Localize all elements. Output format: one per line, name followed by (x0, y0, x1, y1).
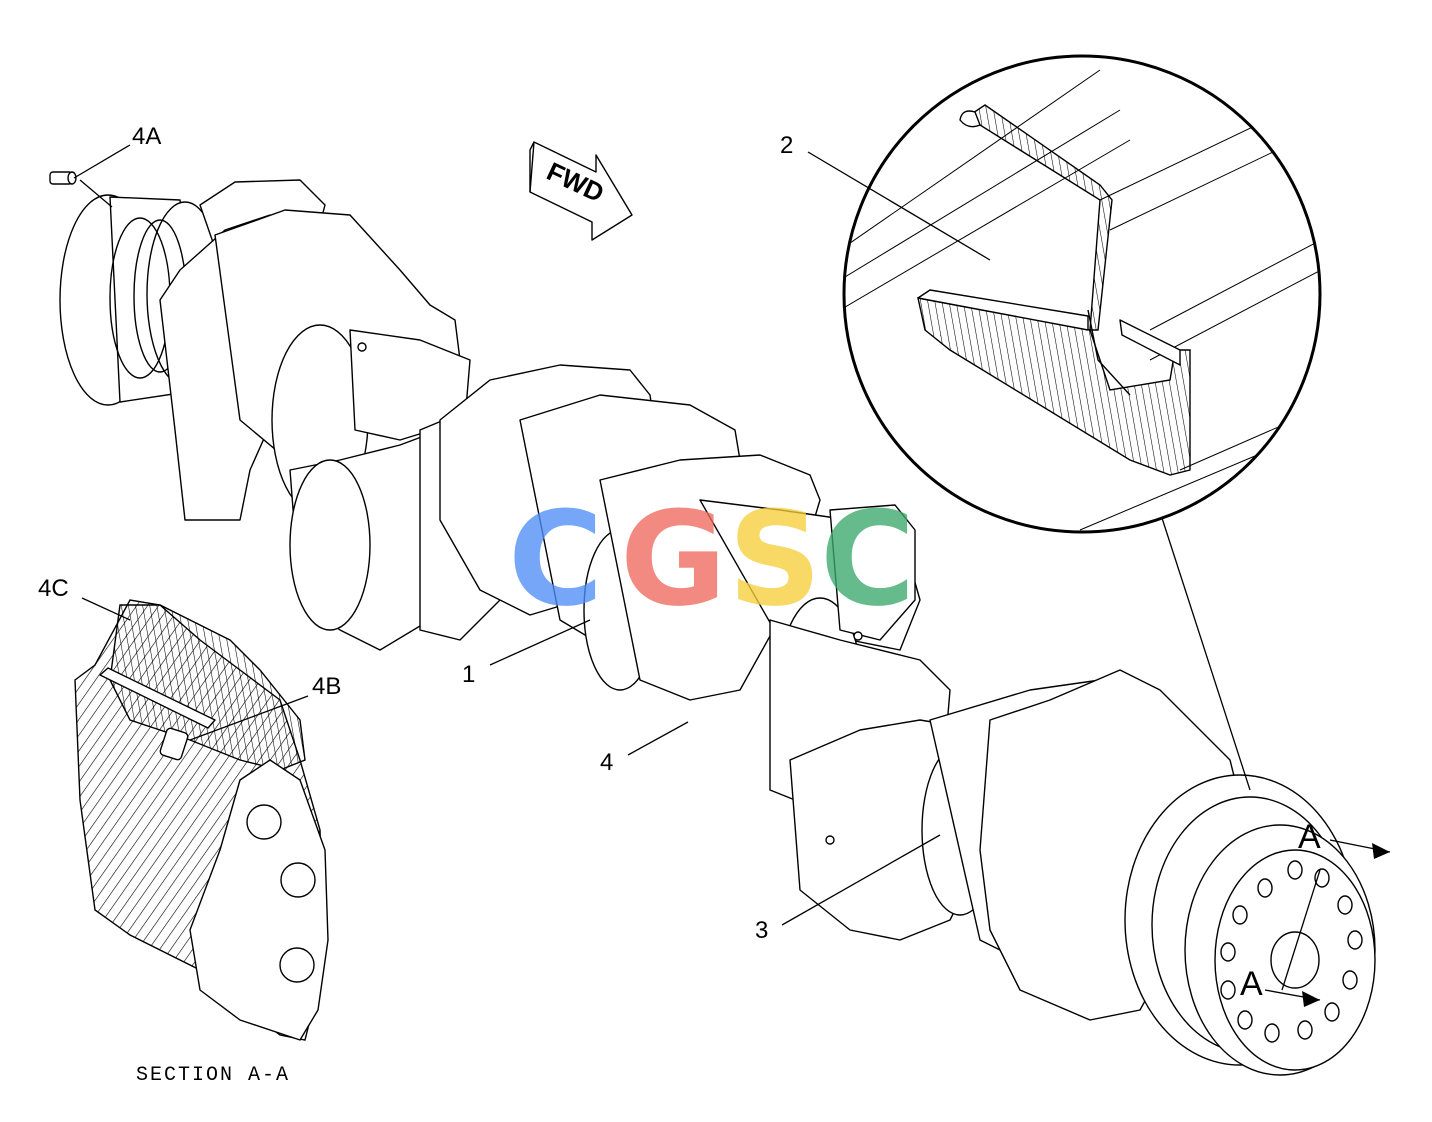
callout-4a: 4A (132, 123, 161, 150)
callout-4b: 4B (312, 673, 341, 700)
section-mark-a-bottom: A (1240, 965, 1263, 1003)
callout-1: 1 (462, 661, 475, 688)
leader-lines (73, 144, 991, 926)
crankshaft (49, 171, 1376, 1076)
seal-profile (968, 104, 1113, 331)
callout-3: 3 (755, 917, 768, 944)
section-a-a-label: SECTION A-A (136, 1064, 290, 1087)
section-a-a-view (74, 599, 329, 1041)
dowel-4b (159, 727, 189, 761)
callout-4c: 4C (38, 575, 69, 602)
main-journal (289, 459, 371, 631)
callout-2: 2 (780, 132, 793, 159)
detail-leader (1161, 517, 1251, 791)
flange-center-bore (1270, 931, 1320, 989)
fwd-arrow: FWD (529, 141, 633, 241)
watermark-letter-4: C (820, 483, 915, 635)
watermark-letter-2: G (620, 483, 727, 635)
watermark-logo: C G S C (508, 483, 915, 635)
watermark-letter-3: S (728, 483, 822, 635)
seal-detail-view (842, 54, 1322, 791)
flange-bolt-holes (1220, 860, 1363, 1043)
dowel-4a (49, 171, 77, 185)
section-mark-a-top: A (1298, 818, 1321, 856)
section-cut-marks: A A (1240, 818, 1391, 1007)
callout-labels: 4A 4C 4B 1 4 3 2 SECTION A-A (38, 123, 793, 1087)
callout-4: 4 (600, 749, 613, 776)
watermark-letter-1: C (508, 483, 603, 635)
crankshaft-gear (1124, 774, 1376, 1076)
